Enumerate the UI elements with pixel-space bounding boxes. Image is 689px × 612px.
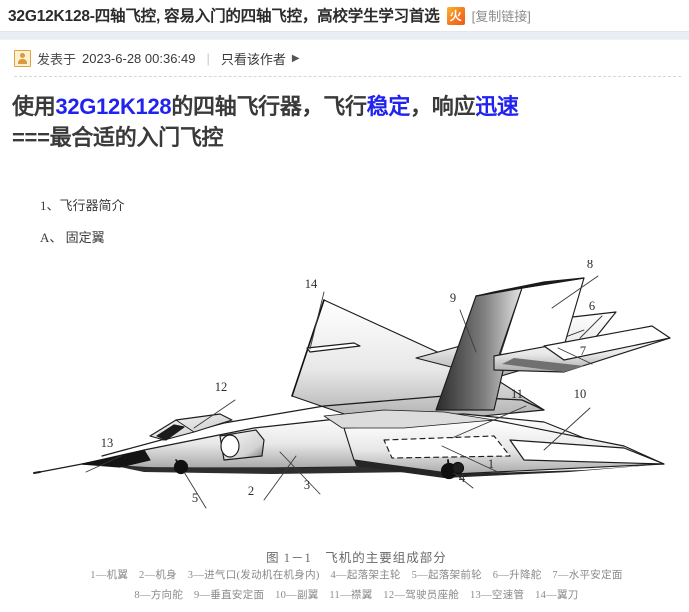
elevator-hinge bbox=[543, 346, 565, 361]
meta-divider: | bbox=[206, 51, 210, 66]
pitot-tip bbox=[33, 471, 41, 475]
lead-line-2: ===最合适的入门飞控 bbox=[12, 125, 224, 151]
lead-highlight-5: 迅速 bbox=[475, 94, 519, 119]
chevron-right-icon[interactable]: ▶ bbox=[291, 53, 300, 64]
stabilizer-shade bbox=[502, 358, 584, 373]
callout-number-7: 7 bbox=[580, 344, 586, 358]
leader-14 bbox=[309, 292, 325, 350]
title-divider bbox=[0, 31, 689, 40]
flap-11 bbox=[383, 435, 511, 460]
wing-trailing-shadow bbox=[354, 460, 664, 479]
leader-1 bbox=[441, 446, 503, 475]
fin-tip-dark bbox=[475, 277, 585, 298]
posted-prefix-label: 发表于 bbox=[37, 52, 77, 67]
lead-text-4: ，响应 bbox=[410, 94, 476, 119]
lead-line-1: 使用32G12K128的四轴飞行器，飞行稳定，响应迅速 bbox=[12, 91, 677, 122]
user-avatar-icon bbox=[14, 50, 31, 67]
callout-number-12: 12 bbox=[215, 380, 228, 394]
leader-13 bbox=[85, 456, 122, 473]
leader-5 bbox=[183, 472, 207, 509]
callout-number-13: 13 bbox=[101, 436, 114, 450]
post-meta-row: 发表于 2023-6-28 00:36:49 | 只看该作者 ▶ bbox=[0, 40, 689, 76]
lead-text-2: 的四轴飞行器，飞行 bbox=[171, 94, 367, 119]
section-heading-1: 1、飞行器简介 bbox=[40, 198, 125, 214]
copy-link-button[interactable]: [复制链接] bbox=[471, 8, 531, 24]
figure-caption: 图 1－1 飞机的主要组成部分 bbox=[266, 551, 447, 566]
lead-text-0: 使用 bbox=[12, 94, 56, 119]
pitot-tube-13 bbox=[39, 463, 83, 474]
leader-11 bbox=[451, 406, 527, 439]
callout-leader-lines bbox=[85, 276, 603, 509]
thread-title-bar: 32G12K128-四轴飞控, 容易入门的四轴飞控，高校学生学习首选 火 [复制… bbox=[0, 0, 689, 31]
callout-number-14: 14 bbox=[305, 277, 318, 291]
hot-fire-icon: 火 bbox=[446, 7, 465, 25]
callout-number-11: 11 bbox=[511, 387, 523, 401]
page-title: 32G12K128-四轴飞控, 容易入门的四轴飞控，高校学生学习首选 bbox=[8, 8, 440, 25]
callout-number-1: 1 bbox=[488, 457, 494, 471]
post-timestamp: 2023-6-28 00:36:49 bbox=[82, 51, 196, 66]
wing-fence-14 bbox=[306, 342, 361, 354]
leader-10 bbox=[543, 408, 591, 451]
callout-number-2: 2 bbox=[248, 484, 254, 498]
nose-gear-strut bbox=[175, 459, 182, 469]
callout-number-9: 9 bbox=[450, 291, 456, 305]
meta-divider-line bbox=[14, 76, 681, 77]
leader-9 bbox=[459, 310, 477, 353]
intake-mouth bbox=[220, 434, 240, 459]
aircraft-drawing bbox=[33, 276, 671, 509]
section-heading-2: A、 固定翼 bbox=[40, 230, 105, 246]
leader-4 bbox=[453, 473, 474, 489]
callout-number-6: 6 bbox=[589, 299, 595, 313]
main-wheel-4b bbox=[451, 462, 465, 475]
callout-number-4: 4 bbox=[459, 471, 466, 485]
leader-6 bbox=[579, 316, 603, 339]
leader-3 bbox=[279, 452, 321, 495]
main-gear-strut bbox=[447, 459, 450, 473]
callout-number-5: 5 bbox=[192, 491, 198, 505]
post-content: 使用32G12K128的四轴飞行器，飞行稳定，响应迅速 ===最合适的入门飞控 … bbox=[0, 77, 689, 612]
figure-legend-line-2: 8—方向舵 9—垂直安定面 10—副翼 11—襟翼 12—驾驶员座舱 13—空速… bbox=[134, 589, 579, 601]
canopy-dark bbox=[156, 424, 185, 442]
leader-7 bbox=[557, 348, 593, 365]
lead-highlight-3: 稳定 bbox=[366, 94, 411, 119]
author-only-link[interactable]: 只看该作者 bbox=[220, 52, 286, 67]
post-lead-paragraph: 使用32G12K128的四轴飞行器，飞行稳定，响应迅速 ===最合适的入门飞控 bbox=[12, 91, 677, 153]
callout-number-3: 3 bbox=[304, 478, 310, 492]
aileron-hinge bbox=[509, 440, 525, 461]
leader-8 bbox=[551, 276, 599, 309]
callout-number-8: 8 bbox=[587, 260, 593, 271]
lead-highlight-1: 32G12K128 bbox=[55, 94, 172, 119]
canopy-frame bbox=[175, 420, 195, 433]
leader-12 bbox=[193, 400, 236, 429]
figure-legend-line-1: 1—机翼 2—机身 3—进气口(发动机在机身内) 4—起落架主轮 5—起落架前轮… bbox=[90, 570, 623, 582]
callout-number-10: 10 bbox=[574, 387, 587, 401]
